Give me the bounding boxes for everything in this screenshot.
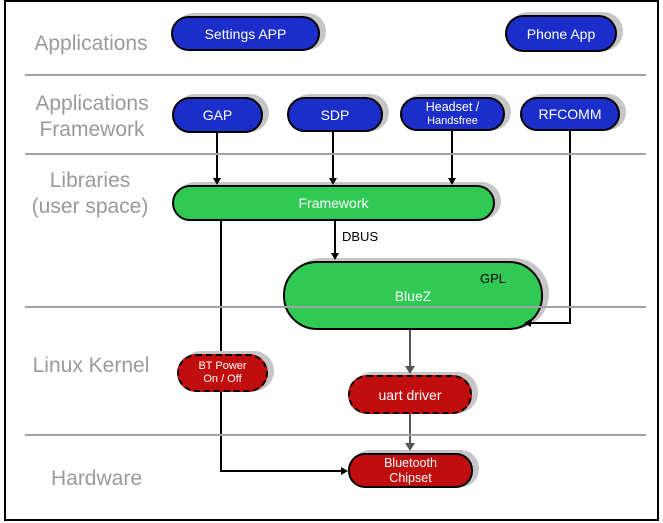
node-label: uart driver <box>378 386 442 403</box>
layer-label-line: Libraries <box>49 169 131 192</box>
edge-rfcomm-bluez-arrowhead <box>524 319 531 327</box>
edge-gap-framework-line <box>216 133 218 180</box>
node-rfcomm: RFCOMM <box>520 97 620 131</box>
node-bt-power: BT Power On / Off <box>177 354 268 392</box>
layer-label-applications: Applications <box>24 31 158 57</box>
layer-label-libraries: Libraries (user space) <box>14 168 166 220</box>
node-framework: Framework <box>172 185 495 221</box>
layer-divider-4 <box>25 434 646 436</box>
node-label: Chipset <box>389 470 432 485</box>
edge-gap-framework-arrowhead <box>213 178 221 185</box>
layer-divider-2 <box>25 153 646 155</box>
layer-divider-1 <box>25 74 646 76</box>
layer-label-line: Applications <box>35 92 149 115</box>
layer-label-line: Hardware <box>50 467 143 490</box>
edge-framework-chipset-vertical <box>220 221 222 471</box>
layer-divider-3 <box>25 306 646 308</box>
node-label: BlueZ <box>394 287 432 304</box>
node-label: Settings APP <box>204 25 287 42</box>
node-settings-app: Settings APP <box>171 16 320 51</box>
node-uart-driver: uart driver <box>348 375 472 414</box>
node-label: Handsfree <box>427 115 478 127</box>
node-gap: GAP <box>172 97 263 133</box>
node-sdp: SDP <box>287 97 383 132</box>
node-label: Headset / <box>425 100 480 114</box>
edge-bluez-uart-arrowhead <box>405 366 415 374</box>
layer-label-linux-kernel: Linux Kernel <box>16 353 166 379</box>
edge-framework-chipset-arrowhead <box>341 467 348 475</box>
node-headset-handsfree: Headset / Handsfree <box>400 97 505 131</box>
edge-framework-bluez-line <box>334 221 336 255</box>
edge-uart-chipset-arrowhead <box>405 443 415 451</box>
layer-label-line: (user space) <box>31 195 149 218</box>
node-label: Phone App <box>526 25 596 42</box>
node-label: BT Power <box>198 360 247 372</box>
layer-label-line: Framework <box>39 118 145 141</box>
edge-rfcomm-bluez-horizontal <box>528 322 571 324</box>
edge-headset-framework-line <box>451 131 453 180</box>
edge-sdp-framework-line <box>332 132 334 180</box>
dbus-annotation: DBUS <box>342 229 379 244</box>
gpl-annotation: GPL <box>480 271 507 286</box>
edge-headset-framework-arrowhead <box>448 178 456 185</box>
edge-framework-chipset-horizontal <box>220 470 342 472</box>
node-label: Framework <box>298 195 369 211</box>
node-label: GAP <box>202 107 233 123</box>
node-bluez: BlueZ <box>283 261 543 330</box>
layer-label-hardware: Hardware <box>24 466 169 492</box>
layer-label-line: Applications <box>34 32 148 55</box>
node-label: SDP <box>320 106 350 123</box>
node-phone-app: Phone App <box>505 15 617 52</box>
node-bluetooth-chipset: Bluetooth Chipset <box>348 453 473 488</box>
layer-label-line: Linux Kernel <box>32 354 150 377</box>
edge-framework-bluez-arrowhead <box>331 253 339 260</box>
layer-label-applications-framework: Applications Framework <box>22 91 162 143</box>
edge-rfcomm-bluez-vertical <box>569 131 571 324</box>
node-label: RFCOMM <box>538 106 602 122</box>
node-label: On / Off <box>203 373 242 385</box>
node-label: Bluetooth <box>384 455 437 470</box>
edge-sdp-framework-arrowhead <box>329 178 337 185</box>
outer-border <box>4 0 659 521</box>
edge-bluez-uart-line <box>409 330 411 368</box>
edge-uart-chipset-line <box>409 414 411 444</box>
